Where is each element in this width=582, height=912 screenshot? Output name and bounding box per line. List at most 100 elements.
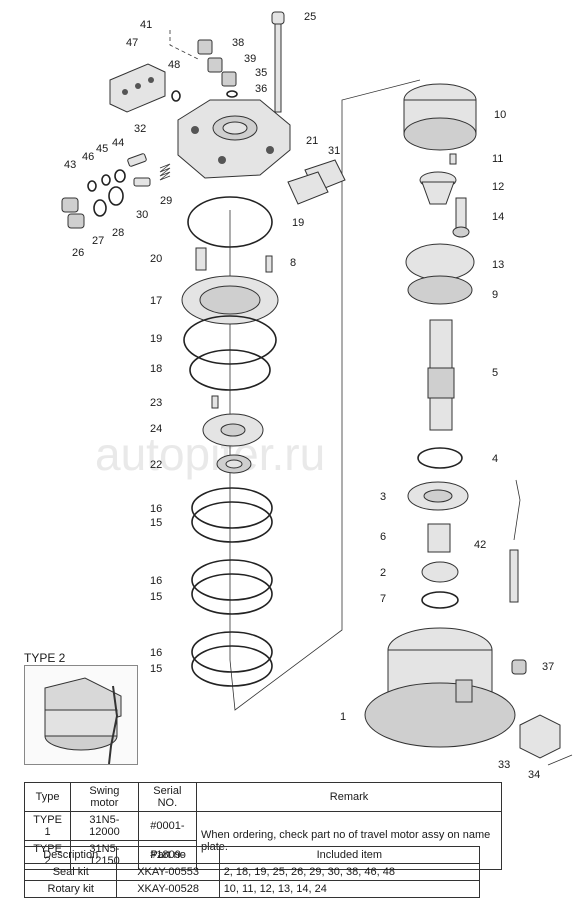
callout-label: 45 bbox=[96, 143, 108, 155]
callout-label: 6 bbox=[380, 531, 386, 543]
cylinder-block bbox=[403, 83, 477, 151]
table-header: Part no bbox=[116, 846, 220, 864]
backup-ring bbox=[93, 199, 107, 217]
needle-bearing bbox=[216, 454, 252, 474]
bushing bbox=[427, 523, 451, 553]
callout-label: 33 bbox=[498, 759, 510, 771]
callout-label: 32 bbox=[134, 123, 146, 135]
type2-motor-sketch bbox=[44, 677, 122, 765]
callout-label: 12 bbox=[492, 181, 504, 193]
callout-label: 1 bbox=[340, 711, 346, 723]
table-cell: 10, 11, 12, 13, 14, 24 bbox=[218, 880, 481, 898]
brake-piston bbox=[181, 275, 279, 325]
assembly-guide-line bbox=[229, 79, 421, 711]
table-row: Seal kit XKAY-00553 2, 18, 19, 25, 26, 2… bbox=[23, 863, 481, 881]
type2-illustration bbox=[24, 665, 138, 765]
table-cell: Seal kit bbox=[23, 863, 118, 881]
callout-label: 15 bbox=[150, 591, 162, 603]
valve-plate bbox=[202, 413, 264, 447]
plug bbox=[67, 213, 85, 229]
kit-table: Description Part no Included item Seal k… bbox=[23, 846, 481, 898]
table-row: Rotary kit XKAY-00528 10, 11, 12, 13, 14… bbox=[23, 880, 481, 898]
callout-label: 44 bbox=[112, 137, 124, 149]
motor-housing bbox=[364, 627, 516, 748]
o-ring bbox=[101, 174, 111, 186]
callout-label: 23 bbox=[150, 397, 162, 409]
friction-plates-set-2 bbox=[191, 559, 273, 615]
callout-label: 13 bbox=[492, 259, 504, 271]
table-cell: XKAY-00528 bbox=[116, 880, 220, 898]
callout-label: 15 bbox=[150, 517, 162, 529]
callout-label: 15 bbox=[150, 663, 162, 675]
friction-plates-set-1 bbox=[191, 487, 273, 543]
friction-plates-set-3 bbox=[191, 631, 273, 687]
table-cell: Rotary kit bbox=[23, 880, 118, 898]
table-cell: #0001- bbox=[137, 811, 198, 841]
callout-label: 21 bbox=[306, 135, 318, 147]
plug bbox=[221, 71, 237, 87]
snap-ring bbox=[417, 447, 463, 469]
relief-block bbox=[519, 714, 561, 759]
callout-label: 46 bbox=[82, 151, 94, 163]
o-ring bbox=[108, 186, 124, 206]
callout-label: 10 bbox=[494, 109, 506, 121]
callout-label: 43 bbox=[64, 159, 76, 171]
callout-label: 47 bbox=[126, 37, 138, 49]
table-header: Included item bbox=[218, 846, 481, 864]
callout-label: 11 bbox=[492, 153, 503, 165]
table-header-row: Type Swing motor Serial NO. Remark bbox=[23, 782, 502, 812]
callout-label: 35 bbox=[255, 67, 267, 79]
callout-label: 31 bbox=[328, 145, 340, 157]
callout-label: 16 bbox=[150, 647, 162, 659]
table-cell: TYPE 1 bbox=[23, 811, 72, 841]
bolt bbox=[271, 11, 285, 113]
callout-label: 19 bbox=[150, 333, 162, 345]
snap-ring bbox=[421, 591, 459, 609]
callout-label: 2 bbox=[380, 567, 386, 579]
table-header-row: Description Part no Included item bbox=[23, 846, 481, 864]
table-cell: XKAY-00553 bbox=[116, 863, 220, 881]
callout-label: 42 bbox=[474, 539, 486, 551]
spool bbox=[127, 153, 147, 167]
table-header: Swing motor bbox=[70, 782, 139, 812]
table-header: Serial NO. bbox=[137, 782, 198, 812]
o-ring bbox=[87, 180, 97, 192]
spring bbox=[159, 163, 171, 181]
table-header: Type bbox=[23, 782, 72, 812]
callout-label: 38 bbox=[232, 37, 244, 49]
plug bbox=[207, 57, 223, 73]
bearing bbox=[421, 561, 459, 583]
table-cell: 2, 18, 19, 25, 26, 29, 30, 38, 46, 48 bbox=[218, 863, 481, 881]
callout-label: 26 bbox=[72, 247, 84, 259]
relief-valve-block bbox=[109, 63, 166, 113]
o-ring bbox=[171, 90, 181, 102]
callout-label: 25 bbox=[304, 11, 316, 23]
callout-label: 4 bbox=[492, 453, 498, 465]
callout-label: 18 bbox=[150, 363, 162, 375]
callout-label: 5 bbox=[492, 367, 498, 379]
piston-assy bbox=[452, 197, 470, 238]
callout-label: 3 bbox=[380, 491, 386, 503]
plug bbox=[197, 39, 213, 55]
callout-label: 37 bbox=[542, 661, 554, 673]
callout-label: 22 bbox=[150, 459, 162, 471]
o-ring-large bbox=[187, 196, 273, 248]
table-cell: 31N5-12000 bbox=[70, 811, 139, 841]
pin bbox=[211, 395, 219, 409]
callout-label: 36 bbox=[255, 83, 267, 95]
relief-valve-cartridges bbox=[287, 159, 346, 205]
table-header: Remark bbox=[196, 782, 502, 812]
o-ring bbox=[226, 90, 238, 98]
callout-label: 24 bbox=[150, 423, 162, 435]
roller-bearing bbox=[407, 481, 469, 511]
callout-label: 34 bbox=[528, 769, 540, 780]
callout-label: 19 bbox=[292, 217, 304, 229]
callout-label: 9 bbox=[492, 289, 498, 301]
callout-label: 8 bbox=[290, 257, 296, 269]
callout-label: 14 bbox=[492, 211, 504, 223]
o-ring bbox=[183, 315, 277, 365]
check-valve bbox=[133, 177, 151, 187]
plug bbox=[511, 659, 527, 675]
callout-label: 48 bbox=[168, 59, 180, 71]
callout-label: 16 bbox=[150, 503, 162, 515]
